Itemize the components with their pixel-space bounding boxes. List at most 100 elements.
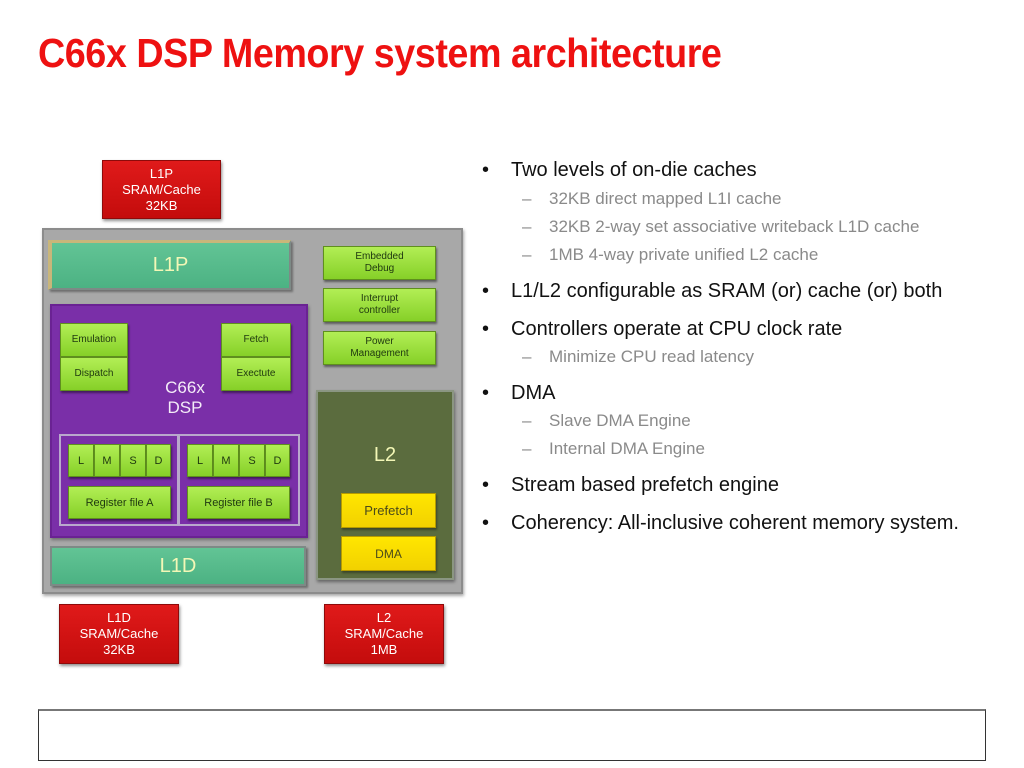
l1p-sram-type: SRAM/Cache <box>122 181 201 197</box>
l1d-sram-name: L1D <box>107 610 131 625</box>
dsp-label-line1: C66x <box>165 378 205 397</box>
sub-bullet-text: 32KB direct mapped L1I cache <box>549 189 782 208</box>
emulation-label: Emulation <box>71 334 117 345</box>
bullet-dash: – <box>522 217 532 236</box>
bullet-dot: • <box>482 512 490 534</box>
bullet-dash: – <box>522 411 532 430</box>
l1d-cache-block: L1D <box>50 546 306 586</box>
emulation-block: Emulation <box>60 323 128 357</box>
dma-label: DMA <box>375 546 402 561</box>
bullet-dot: • <box>482 280 490 302</box>
sub-bullet-text: Minimize CPU read latency <box>549 347 755 366</box>
bullet-item: • Controllers operate at CPU clock rate <box>482 317 1002 341</box>
l1d-sram-box: L1D SRAM/Cache 32KB <box>59 604 179 664</box>
bullet-text: Controllers operate at CPU clock rate <box>511 318 843 340</box>
l1d-sram-size: 32KB <box>103 642 135 657</box>
l2-sram-size: 1MB <box>370 642 398 657</box>
sub-bullet-text: Internal DMA Engine <box>549 439 705 458</box>
bullet-dash: – <box>522 189 532 208</box>
l2-sram-box: L2 SRAM/Cache 1MB <box>324 604 444 664</box>
interrupt-controller-block: Interrupt controller <box>323 288 436 322</box>
l1p-sram-box: L1P SRAM/Cache 32KB <box>102 160 221 219</box>
bullet-text: DMA <box>511 382 556 404</box>
bullet-dash: – <box>522 347 532 366</box>
embedded-debug-line2: Debug <box>364 263 395 274</box>
unit-b-m-label: M <box>221 454 231 467</box>
unit-b-l-label: L <box>196 454 204 467</box>
unit-a-l: L <box>68 444 94 477</box>
interrupt-controller-line1: Interrupt <box>360 293 399 304</box>
sub-bullet-item: –1MB 4-way private unified L2 cache <box>482 244 1002 265</box>
l1d-cache-label: L1D <box>159 554 197 577</box>
unit-b-s: S <box>239 444 265 477</box>
bullet-item: • Coherency: All-inclusive coherent memor… <box>482 511 1002 535</box>
bullet-dash: – <box>522 439 532 458</box>
bullet-text: Two levels of on-die caches <box>511 159 757 181</box>
bullet-item: • L1/L2 configurable as SRAM (or) cache (… <box>482 279 1002 303</box>
register-file-a: Register file A <box>68 486 171 519</box>
unit-b-m: M <box>213 444 239 477</box>
l1p-sram-size: 32KB <box>145 197 178 213</box>
unit-a-m: M <box>94 444 120 477</box>
dispatch-block: Dispatch <box>60 357 128 391</box>
sub-bullet-item: –Minimize CPU read latency <box>482 346 1002 367</box>
register-file-a-label: Register file A <box>85 496 154 509</box>
fetch-block: Fetch <box>221 323 291 357</box>
bullet-list: •Two levels of on-die caches –32KB direc… <box>482 158 1002 535</box>
l1p-cache-label: L1P <box>152 254 189 276</box>
unit-b-s-label: S <box>248 454 256 467</box>
l2-sram-type: SRAM/Cache <box>344 626 424 641</box>
bullet-dot: • <box>482 159 490 181</box>
sub-bullet-item: –Internal DMA Engine <box>482 438 1002 459</box>
interrupt-controller-line2: controller <box>358 305 401 316</box>
unit-b-l: L <box>187 444 213 477</box>
power-management-line2: Management <box>350 348 409 359</box>
bullet-item: • DMA <box>482 381 1002 405</box>
register-file-b-label: Register file B <box>204 496 273 509</box>
l1d-sram-type: SRAM/Cache <box>79 626 159 641</box>
register-file-b: Register file B <box>187 486 290 519</box>
sub-bullet-item: –Slave DMA Engine <box>482 410 1002 431</box>
dispatch-label: Dispatch <box>74 368 114 379</box>
unit-a-d: D <box>146 444 171 477</box>
unit-b-d: D <box>265 444 290 477</box>
unit-a-m-label: M <box>102 454 112 467</box>
bullet-dot: • <box>482 474 490 496</box>
embedded-debug-block: Embedded Debug <box>323 246 436 280</box>
bullet-text: Coherency: All-inclusive coherent memory… <box>511 512 959 534</box>
slide-title: C66x DSP Memory system architecture <box>38 30 722 76</box>
bullet-dash: – <box>522 245 532 264</box>
bullet-text: L1/L2 configurable as SRAM (or) cache (o… <box>511 280 943 302</box>
l2-sram-name: L2 <box>376 610 392 625</box>
unit-a-s-label: S <box>129 454 137 467</box>
sub-bullet-item: –32KB 2-way set associative writeback L1… <box>482 216 1002 237</box>
execute-label: Exectute <box>236 368 276 379</box>
sub-bullet-item: –32KB direct mapped L1I cache <box>482 188 1002 209</box>
unit-a-l-label: L <box>77 454 85 467</box>
dsp-label-line2: DSP <box>167 398 203 417</box>
sub-bullet-text: Slave DMA Engine <box>549 411 691 430</box>
l2-label: L2 <box>373 444 397 466</box>
power-management-line1: Power <box>365 336 394 347</box>
sub-bullet-text: 32KB 2-way set associative writeback L1D… <box>549 217 920 236</box>
dsp-label: C66x DSP <box>150 378 220 418</box>
unit-b-d-label: D <box>273 454 282 467</box>
unit-a-d-label: D <box>154 454 163 467</box>
power-management-block: Power Management <box>323 331 436 365</box>
l1p-cache-block: L1P <box>48 240 291 290</box>
prefetch-label: Prefetch <box>364 503 413 518</box>
unit-a-s: S <box>120 444 146 477</box>
dma-block: DMA <box>341 536 436 571</box>
footer-notes-box <box>38 709 986 761</box>
bullet-item: • Two levels of on-die caches <box>482 158 1002 182</box>
fetch-label: Fetch <box>243 334 269 345</box>
sub-bullet-text: 1MB 4-way private unified L2 cache <box>549 245 819 264</box>
execute-block: Exectute <box>221 357 291 391</box>
bullet-text: Stream based prefetch engine <box>511 474 779 496</box>
bullet-dot: • <box>482 382 490 404</box>
l1p-sram-name: L1P <box>149 165 174 181</box>
bullet-item: • Stream based prefetch engine <box>482 473 1002 497</box>
embedded-debug-line1: Embedded <box>355 251 404 262</box>
prefetch-block: Prefetch <box>341 493 436 528</box>
bullet-dot: • <box>482 318 490 340</box>
